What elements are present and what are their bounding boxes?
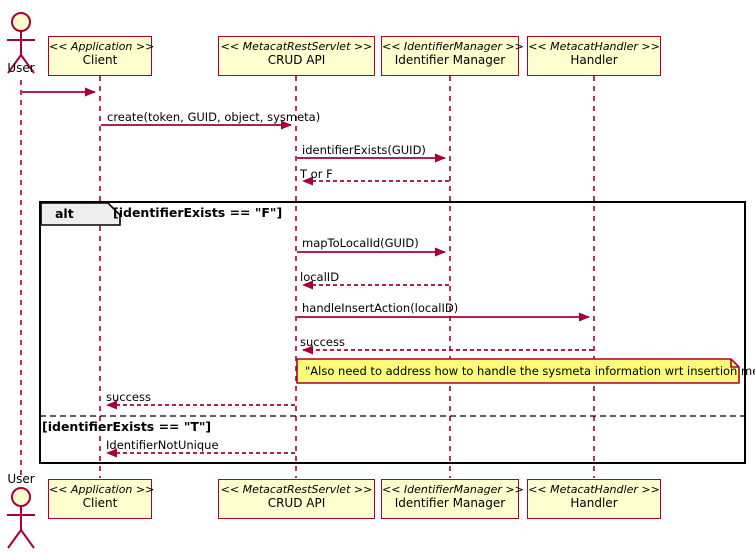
message-label-identifier-exists: identifierExists(GUID): [302, 143, 426, 157]
participant-name: CRUD API: [267, 495, 326, 510]
participant-name: Handler: [570, 52, 618, 67]
participant-stereotype: << IdentifierManager >>: [382, 40, 524, 53]
actor-user-icon-bottom: [7, 487, 35, 549]
participant-name: CRUD API: [267, 52, 326, 67]
message-label-map-to-local-id: mapToLocalId(GUID): [302, 236, 419, 250]
participant-name: Identifier Manager: [394, 52, 506, 67]
alt-fragment-operator: alt: [55, 206, 74, 221]
participant-crud-bottom[interactable]: << MetacatRestServlet >> CRUD API: [218, 479, 375, 519]
actor-label-bottom: User: [7, 472, 35, 486]
participant-crud-top[interactable]: << MetacatRestServlet >> CRUD API: [218, 36, 375, 76]
message-label-handle-insert-action: handleInsertAction(localID): [302, 301, 459, 315]
participant-client-top[interactable]: << Application >> Client: [48, 36, 155, 76]
actor-label-top: User: [7, 61, 35, 75]
note-box: [296, 358, 740, 384]
participant-idmgr-top[interactable]: << IdentifierManager >> Identifier Manag…: [381, 36, 524, 76]
participant-name: Identifier Manager: [394, 495, 506, 510]
actor-user-icon-top: [7, 12, 35, 74]
message-label-success-client: success: [106, 390, 151, 404]
participant-stereotype: << Application >>: [49, 40, 155, 53]
participant-stereotype: << Application >>: [49, 483, 155, 496]
message-label-identifier-not-unique: IdentifierNotUnique: [106, 438, 219, 452]
participant-handler-top[interactable]: << MetacatHandler >> Handler: [527, 36, 661, 76]
participant-stereotype: << MetacatHandler >>: [528, 483, 660, 496]
participant-idmgr-bottom[interactable]: << IdentifierManager >> Identifier Manag…: [381, 479, 524, 519]
participant-stereotype: << MetacatRestServlet >>: [220, 483, 373, 496]
alt-guard-second: [identifierExists == "T"]: [42, 419, 212, 434]
participant-name: Client: [82, 495, 118, 510]
participant-stereotype: << MetacatRestServlet >>: [220, 40, 373, 53]
participant-handler-bottom[interactable]: << MetacatHandler >> Handler: [527, 479, 661, 519]
participant-name: Client: [82, 52, 118, 67]
participant-client-bottom[interactable]: << Application >> Client: [48, 479, 155, 519]
message-label-local-id: localID: [300, 270, 340, 284]
participant-name: Handler: [570, 495, 618, 510]
message-label-success-handler: success: [300, 335, 345, 349]
note-text: "Also need to address how to handle the …: [305, 364, 755, 378]
alt-guard-first: [identifierExists == "F"]: [113, 205, 283, 220]
participant-stereotype: << IdentifierManager >>: [382, 483, 524, 496]
message-label-t-or-f: T or F: [300, 167, 333, 181]
alt-fragment-frame: [39, 201, 746, 464]
message-label-create: create(token, GUID, object, sysmeta): [107, 110, 321, 124]
participant-stereotype: << MetacatHandler >>: [528, 40, 660, 53]
